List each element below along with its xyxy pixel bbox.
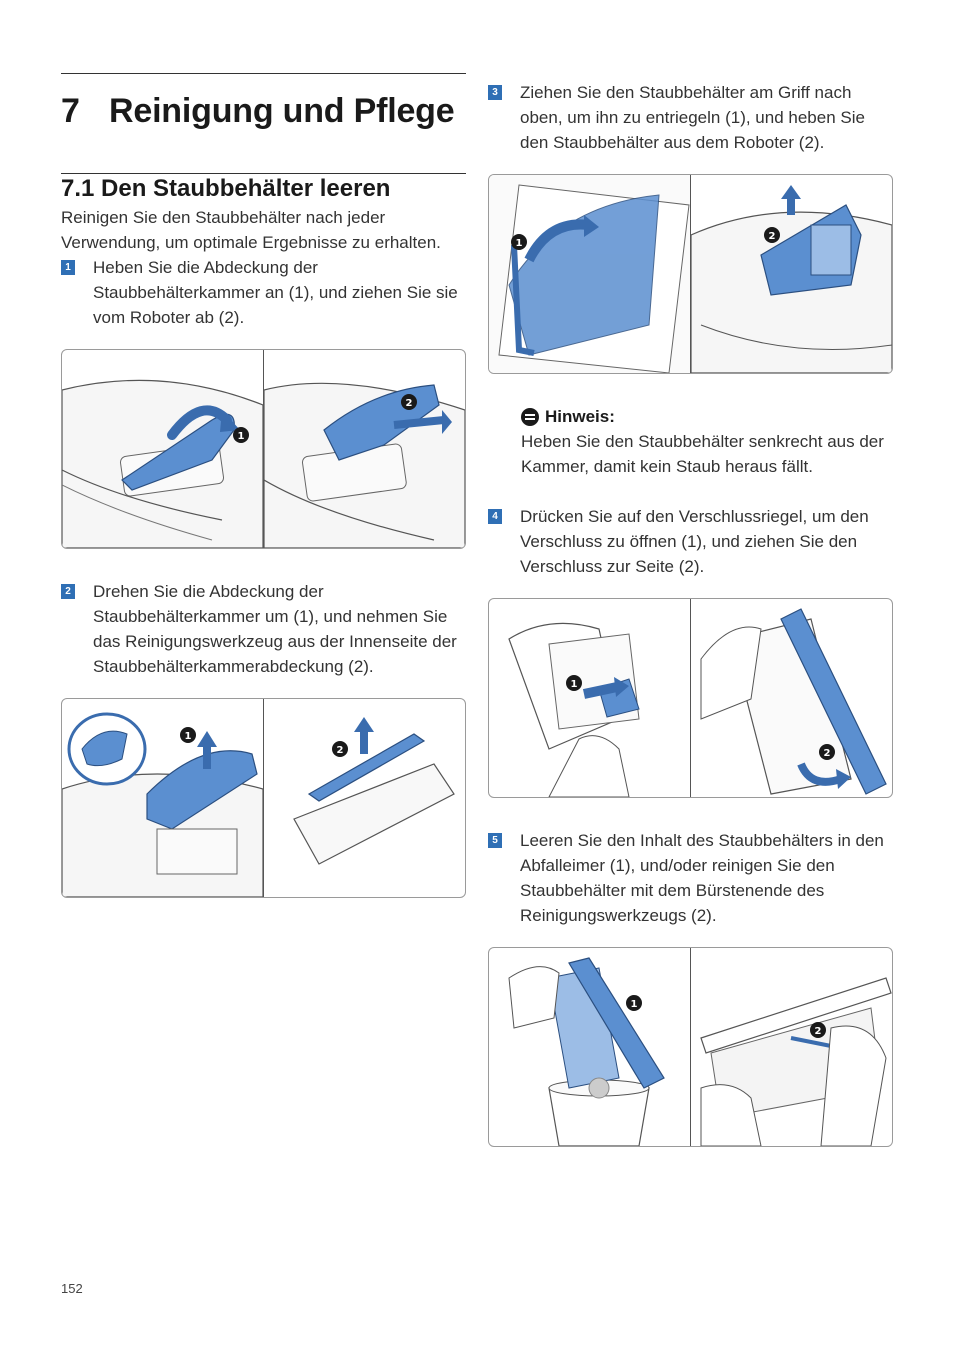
figure-step-2: 1 2 bbox=[61, 698, 466, 898]
figure-step-4: 1 2 bbox=[488, 598, 893, 798]
intro-paragraph: Reinigen Sie den Staubbehälter nach jede… bbox=[61, 208, 441, 252]
figure-divider bbox=[690, 948, 691, 1146]
step-3: 3 Ziehen Sie den Staubbehälter am Griff … bbox=[488, 80, 893, 155]
illustration-remove-tool: 2 bbox=[293, 717, 455, 865]
step-text: Heben Sie die Abdeckung der Staubbehälte… bbox=[93, 258, 458, 327]
chapter-rule bbox=[61, 73, 466, 74]
illustration-open-latch: 2 bbox=[700, 608, 887, 795]
illustration-empty-bin: 1 bbox=[508, 957, 665, 1146]
step-text: Leeren Sie den Inhalt des Staubbehälters… bbox=[520, 831, 884, 925]
step-badge: 2 bbox=[61, 584, 75, 599]
note-text: Heben Sie den Staubbehälter senkrecht au… bbox=[521, 432, 884, 476]
page-number: 152 bbox=[61, 1281, 83, 1296]
illustration-flip-cover: 1 bbox=[62, 712, 263, 897]
callout-2: 2 bbox=[406, 398, 413, 409]
figure-step-1: 1 2 bbox=[61, 349, 466, 549]
callout-1: 1 bbox=[571, 679, 578, 690]
section-rule bbox=[61, 173, 466, 174]
figure-divider bbox=[263, 699, 264, 897]
chapter-title: Reinigung und Pflege bbox=[109, 92, 455, 130]
callout-2: 2 bbox=[337, 745, 344, 756]
illustration-lift-cover: 1 bbox=[62, 379, 263, 548]
step-2: 2 Drehen Sie die Abdeckung der Staubbehä… bbox=[61, 579, 466, 679]
note-box: Hinweis: Heben Sie den Staubbehälter sen… bbox=[521, 404, 893, 479]
step-4: 4 Drücken Sie auf den Verschlussriegel, … bbox=[488, 504, 893, 579]
illustration-pull-cover: 2 bbox=[264, 382, 465, 548]
step-badge: 3 bbox=[488, 85, 502, 100]
callout-1: 1 bbox=[185, 731, 192, 742]
figure-step-5: 1 2 bbox=[488, 947, 893, 1147]
chapter-heading: 7 Reinigung und Pflege bbox=[61, 92, 455, 131]
step-text: Drücken Sie auf den Verschlussriegel, um… bbox=[520, 507, 869, 576]
illustration-lift-bin: 2 bbox=[691, 185, 892, 373]
step-5: 5 Leeren Sie den Inhalt des Staubbehälte… bbox=[488, 828, 893, 928]
step-1: 1 Heben Sie die Abdeckung der Staubbehäl… bbox=[61, 255, 466, 330]
illustration-press-latch: 1 bbox=[508, 622, 640, 797]
note-title: Hinweis: bbox=[545, 407, 615, 426]
step-badge: 4 bbox=[488, 509, 502, 524]
callout-2: 2 bbox=[824, 748, 831, 759]
step-text: Drehen Sie die Abdeckung der Staubbehält… bbox=[93, 582, 457, 676]
figure-divider bbox=[690, 599, 691, 797]
chapter-number: 7 bbox=[61, 92, 80, 130]
section-heading: 7.1 Den Staubbehälter leeren bbox=[61, 175, 391, 202]
callout-1: 1 bbox=[238, 431, 245, 442]
callout-1: 1 bbox=[631, 999, 638, 1010]
step-badge: 1 bbox=[61, 260, 75, 275]
step-text: Ziehen Sie den Staubbehälter am Griff na… bbox=[520, 83, 865, 152]
note-icon bbox=[521, 407, 539, 426]
figure-step-3: 1 2 bbox=[488, 174, 893, 374]
step-badge: 5 bbox=[488, 833, 502, 848]
callout-1: 1 bbox=[516, 238, 523, 249]
illustration-brush-bin: 2 bbox=[700, 977, 892, 1146]
callout-2: 2 bbox=[815, 1026, 822, 1037]
callout-2: 2 bbox=[769, 231, 776, 242]
illustration-unlock-bin: 1 bbox=[489, 175, 690, 373]
